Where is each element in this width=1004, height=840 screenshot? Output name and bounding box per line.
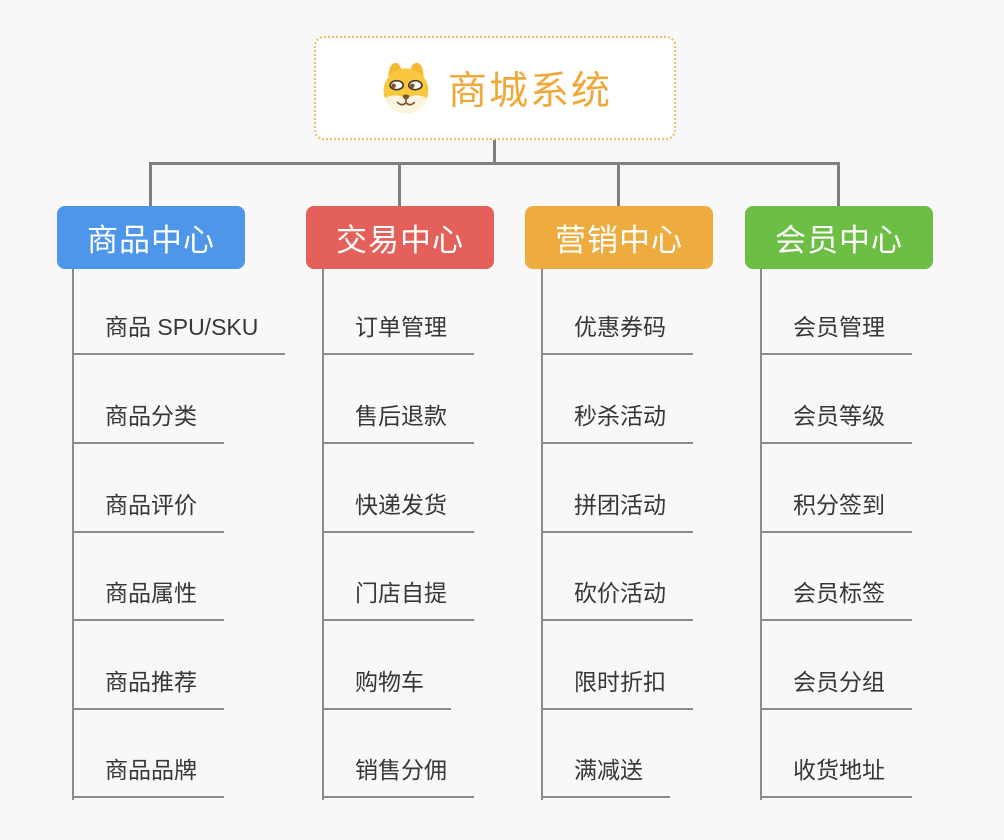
- leaf-node[interactable]: 会员管理: [760, 309, 912, 355]
- branch-title: 商品中心: [87, 223, 215, 258]
- leaf-node[interactable]: 砍价活动: [541, 575, 693, 621]
- leaf-node[interactable]: 会员等级: [760, 398, 912, 444]
- branch-node-product-center[interactable]: 商品中心: [57, 206, 245, 269]
- connector-drop-trade: [398, 162, 401, 210]
- connector-main-horizontal: [149, 162, 840, 165]
- leaf-node[interactable]: 快递发货: [322, 487, 474, 533]
- root-node[interactable]: 商城系统: [314, 36, 676, 140]
- connector-root-vertical: [493, 140, 496, 162]
- leaf-node[interactable]: 订单管理: [322, 309, 474, 355]
- leaf-node[interactable]: 秒杀活动: [541, 398, 693, 444]
- leaf-node[interactable]: 门店自提: [322, 575, 474, 621]
- leaf-node[interactable]: 商品 SPU/SKU: [72, 309, 286, 355]
- leaf-node[interactable]: 优惠券码: [541, 309, 693, 355]
- leaf-node[interactable]: 商品属性: [72, 575, 224, 621]
- branch-title: 交易中心: [336, 223, 464, 258]
- branch-node-marketing-center[interactable]: 营销中心: [525, 206, 713, 269]
- leaf-node[interactable]: 售后退款: [322, 398, 474, 444]
- branch-title: 会员中心: [775, 223, 903, 258]
- branch-node-trade-center[interactable]: 交易中心: [306, 206, 494, 269]
- connector-trunk-member: [760, 269, 762, 800]
- connector-trunk-product: [72, 269, 74, 800]
- leaf-node[interactable]: 满减送: [541, 752, 670, 798]
- connector-drop-marketing: [617, 162, 620, 210]
- leaf-node[interactable]: 收货地址: [760, 752, 912, 798]
- leaf-node[interactable]: 销售分佣: [322, 752, 474, 798]
- root-title: 商城系统: [447, 70, 612, 113]
- connector-drop-product: [149, 162, 152, 210]
- leaf-node[interactable]: 购物车: [322, 664, 451, 710]
- dog-face-icon: [383, 62, 429, 114]
- leaf-node[interactable]: 商品品牌: [72, 752, 224, 798]
- branch-title: 营销中心: [555, 223, 683, 258]
- connector-trunk-trade: [322, 269, 324, 800]
- connector-trunk-marketing: [541, 269, 543, 800]
- leaf-node[interactable]: 商品推荐: [72, 664, 224, 710]
- leaf-node[interactable]: 积分签到: [760, 487, 912, 533]
- leaf-node[interactable]: 商品评价: [72, 487, 224, 533]
- leaf-node[interactable]: 会员标签: [760, 575, 912, 621]
- branch-node-member-center[interactable]: 会员中心: [745, 206, 933, 269]
- leaf-node[interactable]: 商品分类: [72, 398, 224, 444]
- connector-drop-member: [837, 162, 840, 210]
- leaf-node[interactable]: 拼团活动: [541, 487, 693, 533]
- leaf-node[interactable]: 限时折扣: [541, 664, 693, 710]
- leaf-node[interactable]: 会员分组: [760, 664, 912, 710]
